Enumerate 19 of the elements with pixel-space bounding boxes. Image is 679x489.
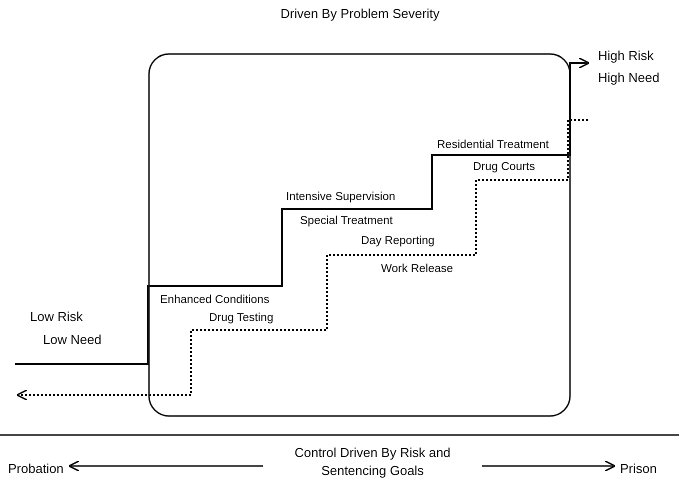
arrow (482, 460, 616, 472)
stage-label: Enhanced Conditions (160, 294, 270, 306)
risk-label: High Risk (598, 48, 654, 63)
stage-label: Residential Treatment (437, 139, 549, 151)
axis-caption: Control Driven By Risk and Sentencing Goals (265, 444, 480, 480)
stage-label: Day Reporting (361, 235, 435, 247)
rounded-frame (148, 53, 571, 417)
arrow (68, 460, 263, 472)
stage-label: Drug Courts (473, 161, 535, 173)
need-label: High Need (598, 70, 660, 85)
stage-label: Intensive Supervision (286, 191, 396, 203)
stage-label: Work Release (381, 263, 454, 275)
end-label: Probation (8, 461, 64, 476)
end-label: Prison (620, 461, 657, 476)
title: Driven By Problem Severity (280, 6, 440, 21)
need-label: Low Need (43, 332, 102, 347)
risk-label: Low Risk (30, 309, 83, 324)
stage-label: Special Treatment (300, 215, 393, 227)
stage-label: Drug Testing (209, 312, 274, 324)
